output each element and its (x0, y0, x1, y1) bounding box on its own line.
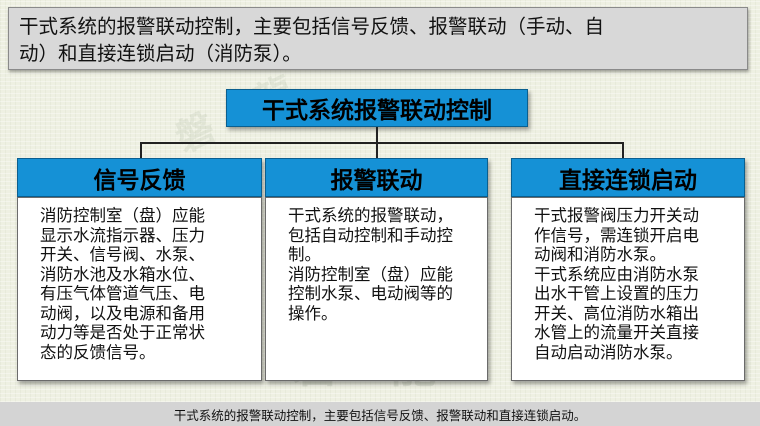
body-line: 干式报警阀压力开关动 (534, 206, 699, 225)
summary-line-2: 动）和直接连锁启动（消防泵）。 (19, 42, 302, 65)
body-line: 消防水池及水箱水位、 (40, 264, 205, 284)
connector-bar (140, 142, 624, 144)
body-alarm-linkage: 干式系统的报警联动， 包括自动控制和手动控 制。 消防控制室（盘）应能 控制水泵… (265, 197, 488, 381)
summary-banner: 干式系统的报警联动控制，主要包括信号反馈、报警联动（手动、自 动）和直接连锁启动… (8, 7, 748, 70)
body-line: 显示水流指示器、压力 (40, 225, 205, 245)
connector-right (622, 142, 624, 158)
footer-caption: 干式系统的报警联动控制，主要包括信号反馈、报警联动和直接连锁启动。 (0, 402, 760, 426)
footer-caption-text: 干式系统的报警联动控制，主要包括信号反馈、报警联动和直接连锁启动。 (173, 407, 587, 423)
connector-middle (376, 142, 378, 158)
heading-direct-interlock: 直接连锁启动 (511, 158, 745, 197)
body-line: 动力等是否处于正常状 (40, 323, 205, 342)
heading-signal-feedback: 信号反馈 (17, 158, 262, 197)
body-line: 消防控制室（盘）应能 (288, 264, 453, 284)
body-line: 消防控制室（盘）应能 (40, 206, 205, 225)
body-line: 动阀，以及电源和备用 (40, 303, 205, 323)
body-line: 水管上的流量开关直接 (534, 323, 699, 342)
body-direct-interlock: 干式报警阀压力开关动 作信号，需连锁开启电 动阀和消防水泵。 干式系统应由消防水… (511, 197, 745, 381)
summary-line-1: 干式系统的报警联动控制，主要包括信号反馈、报警联动（手动、自 (19, 15, 605, 38)
body-line: 开关、信号阀、水泵、 (40, 245, 205, 264)
body-line: 控制水泵、电动阀等的 (288, 284, 453, 303)
connector-trunk (376, 127, 378, 143)
body-line: 态的反馈信号。 (40, 342, 156, 362)
diagram-title: 干式系统报警联动控制 (226, 89, 528, 127)
connector-left (140, 142, 142, 158)
body-line: 开关、高位消防水箱出 (534, 303, 699, 323)
body-line: 干式系统应由消防水泵 (534, 264, 699, 284)
body-signal-feedback: 消防控制室（盘）应能 显示水流指示器、压力 开关、信号阀、水泵、 消防水池及水箱… (17, 197, 262, 381)
body-line: 自动启动消防水泵。 (534, 342, 683, 362)
body-line: 干式系统的报警联动， (288, 206, 453, 225)
body-line: 出水干管上设置的压力 (534, 284, 699, 303)
body-line: 有压气体管道气压、电 (40, 284, 205, 303)
heading-alarm-linkage: 报警联动 (265, 158, 488, 197)
body-line: 制。 (288, 245, 321, 264)
body-line: 作信号，需连锁开启电 (534, 225, 699, 245)
body-line: 动阀和消防水泵。 (534, 245, 666, 264)
body-line: 包括自动控制和手动控 (288, 225, 453, 245)
body-line: 操作。 (288, 303, 338, 323)
